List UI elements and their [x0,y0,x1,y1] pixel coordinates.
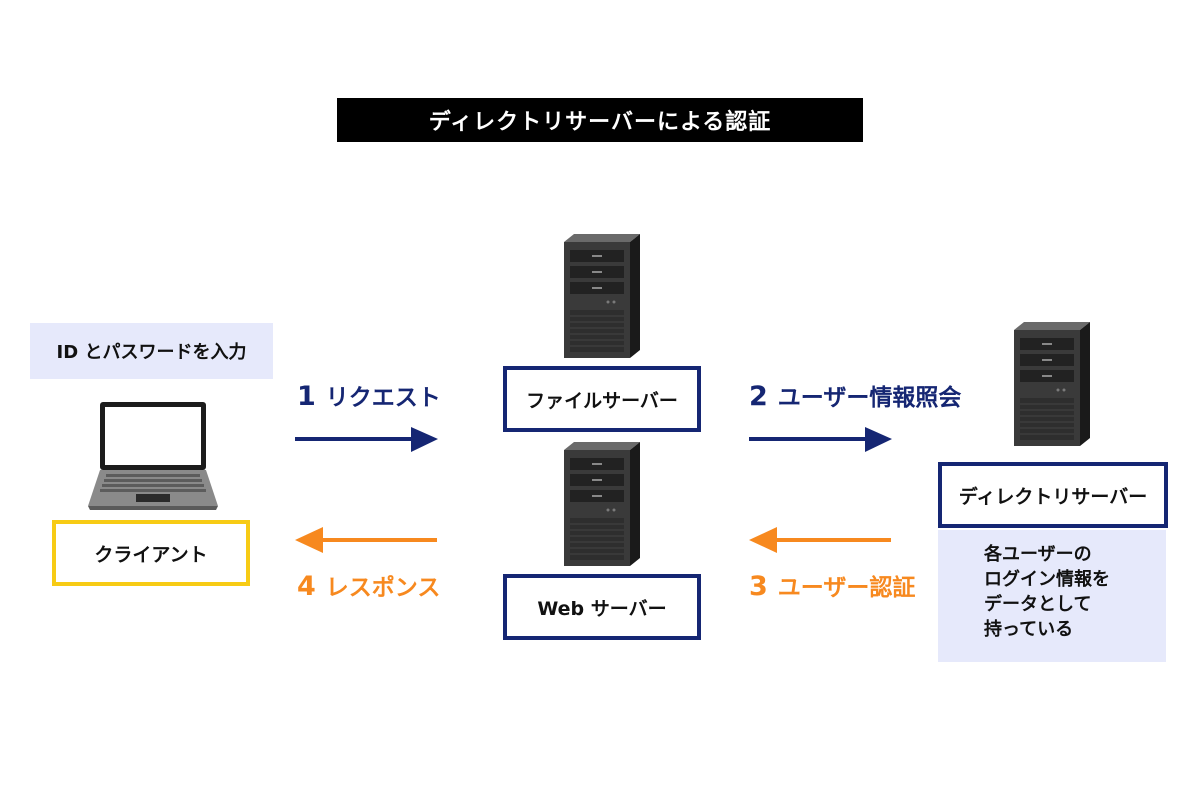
step-1-label: 1 リクエスト [297,378,441,412]
step-1-text: リクエスト [325,385,441,411]
step-1-number: 1 [297,381,316,412]
step-3-text: ユーザー認証 [777,575,916,601]
file-server-icon [564,234,640,358]
client-label: クライアント [94,543,208,566]
directory-server-icon [1014,322,1090,446]
file-server-box: ファイルサーバー [503,366,701,432]
step-2-label: 2 ユーザー情報照会 [749,378,961,412]
client-input-note: ID とパスワードを入力 [30,323,273,379]
directory-server-note: 各ユーザーの ログイン情報を データとして 持っている [938,530,1166,662]
laptop-icon [88,402,218,510]
directory-note-line-2: ログイン情報を [984,569,1110,590]
directory-server-label: ディレクトリサーバー [958,485,1148,508]
arrow-user-auth [749,527,891,553]
directory-server-box: ディレクトリサーバー [938,462,1168,528]
step-4-text: レスポンス [325,575,441,601]
file-server-label: ファイルサーバー [526,389,678,412]
step-4-label: 4 レスポンス [297,568,440,602]
arrow-user-lookup [749,427,892,452]
web-server-box: Web サーバー [503,574,701,640]
web-server-icon [564,442,640,566]
step-3-number: 3 [749,571,768,602]
web-server-label: Web サーバー [537,597,667,620]
step-4-number: 4 [297,571,316,602]
step-3-label: 3 ユーザー認証 [749,568,915,602]
diagram-title: ディレクトリサーバーによる認証 [337,98,863,142]
directory-note-line-4: 持っている [984,619,1074,640]
step-2-number: 2 [749,381,768,412]
client-box: クライアント [52,520,250,586]
arrow-request [295,427,438,452]
directory-note-line-1: 各ユーザーの [984,544,1092,565]
arrow-response [295,527,437,553]
directory-note-line-3: データとして [984,594,1092,615]
step-2-text: ユーザー情報照会 [777,385,962,411]
